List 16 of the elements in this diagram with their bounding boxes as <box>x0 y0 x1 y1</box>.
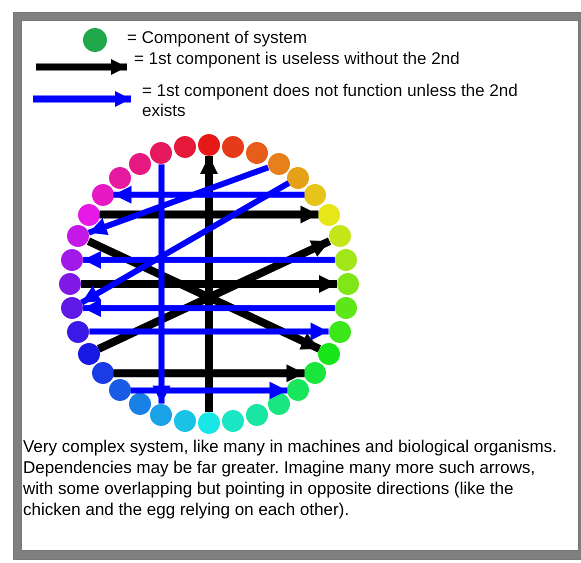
arrow <box>100 206 318 224</box>
arrow <box>114 364 304 382</box>
arrow <box>114 186 304 204</box>
arrow <box>200 156 218 412</box>
legend-text: = Component of system <box>127 28 308 48</box>
arrow <box>81 275 337 293</box>
caption: Very complex system, like many in machines and biological organisms. Dependencies may be far greater. Imagine many more such arrows, with some overlapping but pointing in opposite directions (like the chicken and the egg relying on each other). <box>23 436 558 520</box>
arrow <box>88 164 270 236</box>
legend-text: = 1st component does not function unless the 2nd exists <box>142 81 519 121</box>
legend-text: = 1st component is useless without the 2nd <box>134 49 461 69</box>
arrow <box>83 299 335 318</box>
arrow <box>130 382 288 400</box>
arrow <box>89 322 329 340</box>
arrow <box>83 250 335 269</box>
arrow <box>152 164 170 404</box>
arrow <box>80 180 290 306</box>
